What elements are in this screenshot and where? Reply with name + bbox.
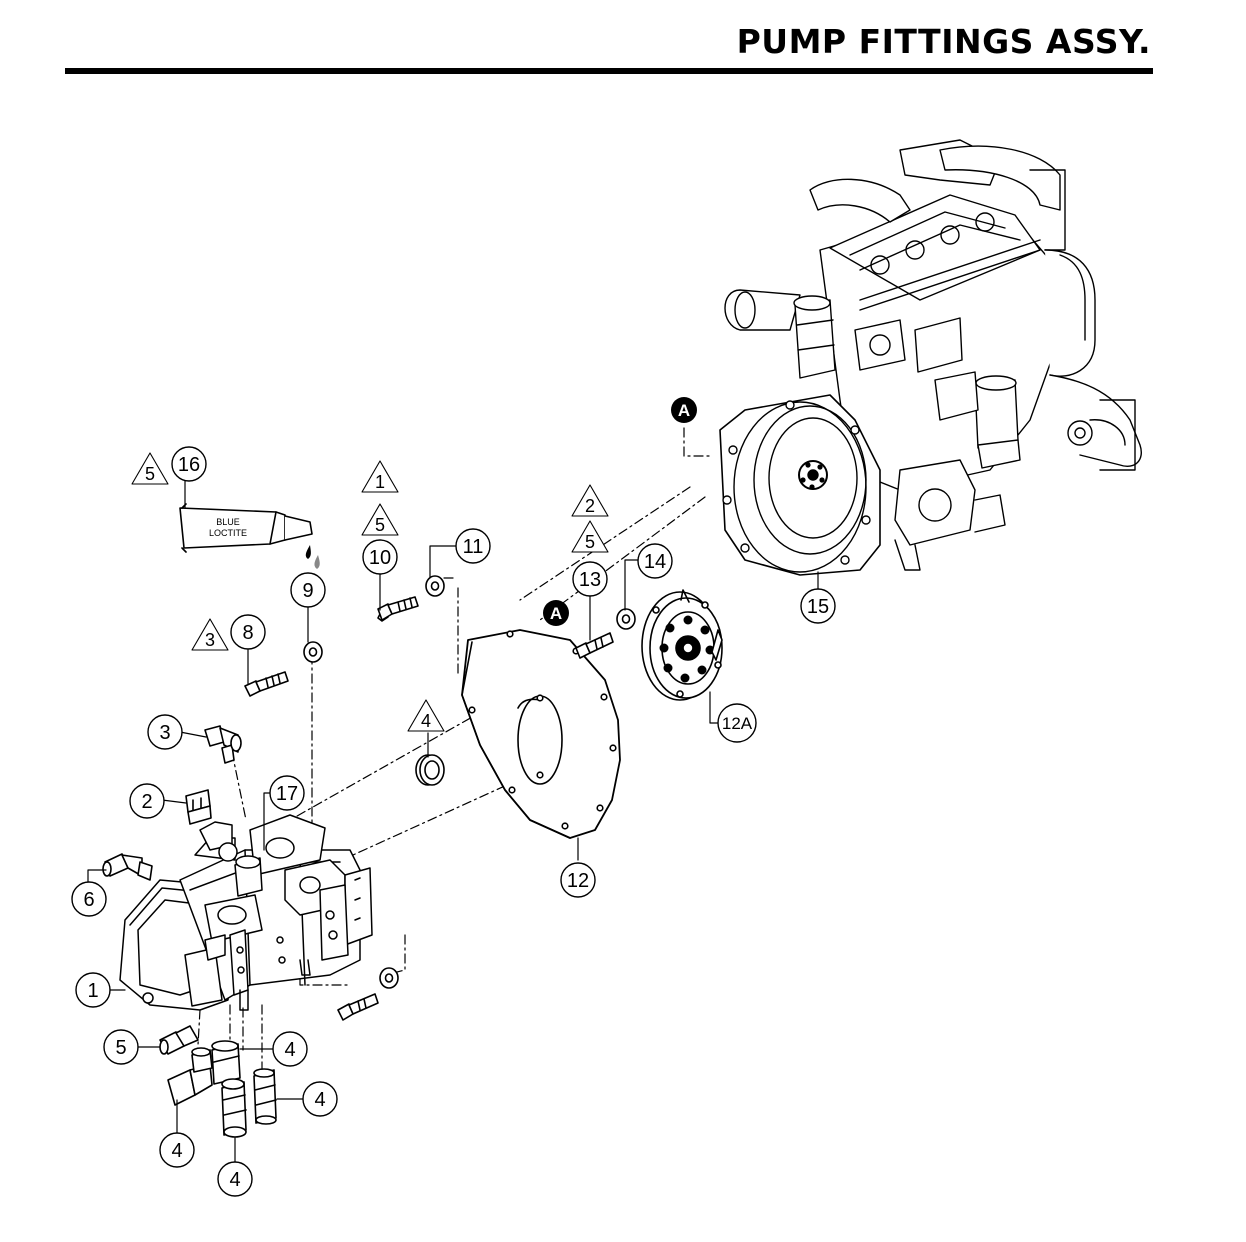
- fitting-3-elbow: [204, 725, 242, 764]
- callout-1: 1: [87, 980, 98, 1002]
- callout-4-b: 4: [314, 1089, 325, 1111]
- loctite-tube: BLUE LOCTITE: [179, 503, 320, 569]
- callout-4-a: 4: [284, 1039, 295, 1061]
- adapter-plate: [461, 629, 621, 839]
- note-5-bolt13: 5: [585, 532, 595, 552]
- leader-lines: [87, 479, 819, 1163]
- callout-17: 17: [276, 783, 298, 805]
- note-triangles: [131, 452, 609, 732]
- shaft-seal: [415, 754, 445, 786]
- callout-10: 10: [369, 547, 391, 569]
- callout-5: 5: [115, 1037, 126, 1059]
- marker-a-plate: [543, 600, 569, 626]
- title-rule: [65, 68, 1153, 74]
- bolt-13: [575, 632, 614, 659]
- washer-11: [425, 575, 445, 597]
- callout-8: 8: [242, 622, 253, 644]
- note-1: 1: [375, 472, 385, 492]
- callout-6: 6: [83, 889, 94, 911]
- coupling-disk: [641, 589, 723, 701]
- marker-a-engine: [671, 397, 697, 423]
- fitting-4-straight-center: [221, 1078, 247, 1138]
- washer-14: [616, 608, 636, 630]
- callout-3: 3: [159, 722, 170, 744]
- fitting-4-elbow: [167, 1047, 213, 1106]
- bolt-8: [244, 671, 289, 697]
- callout-12: 12: [567, 870, 589, 892]
- callout-14: 14: [644, 551, 666, 573]
- callout-4-d: 4: [229, 1169, 240, 1191]
- marker-a-engine-label: A: [678, 401, 690, 420]
- tube-label-loctite: LOCTITE: [209, 528, 247, 538]
- washer-lower: [379, 967, 399, 989]
- bolt-lower: [337, 993, 379, 1021]
- note-2: 2: [585, 496, 595, 516]
- note-4: 4: [421, 711, 431, 731]
- fitting-5-adapter: [159, 1025, 199, 1055]
- callout-9: 9: [302, 580, 313, 602]
- callout-13: 13: [579, 569, 601, 591]
- fitting-6-elbow: [102, 853, 153, 881]
- callout-16: 16: [178, 454, 200, 476]
- page-title: PUMP FITTINGS ASSY.: [736, 22, 1151, 61]
- callout-4-c: 4: [171, 1140, 182, 1162]
- tube-label-blue: BLUE: [216, 517, 240, 527]
- callout-11: 11: [463, 536, 484, 558]
- marker-a-plate-label: A: [550, 604, 562, 623]
- callout-12a: 12A: [722, 714, 753, 733]
- reference-markers: [543, 397, 697, 626]
- fitting-2-adapter: [185, 789, 212, 825]
- note-5-bolt10: 5: [375, 515, 385, 535]
- bolt-10: [377, 596, 419, 622]
- callout-15: 15: [807, 596, 829, 618]
- fitting-4-straight-top: [211, 1040, 241, 1085]
- fitting-4-straight-right: [253, 1068, 277, 1125]
- callout-2: 2: [141, 791, 152, 813]
- note-3: 3: [205, 630, 215, 650]
- washer-9: [303, 641, 323, 663]
- callouts: [71, 446, 836, 1197]
- engine: [719, 139, 1142, 576]
- hydraulic-pump: [119, 814, 373, 1011]
- note-5-tube: 5: [145, 464, 155, 484]
